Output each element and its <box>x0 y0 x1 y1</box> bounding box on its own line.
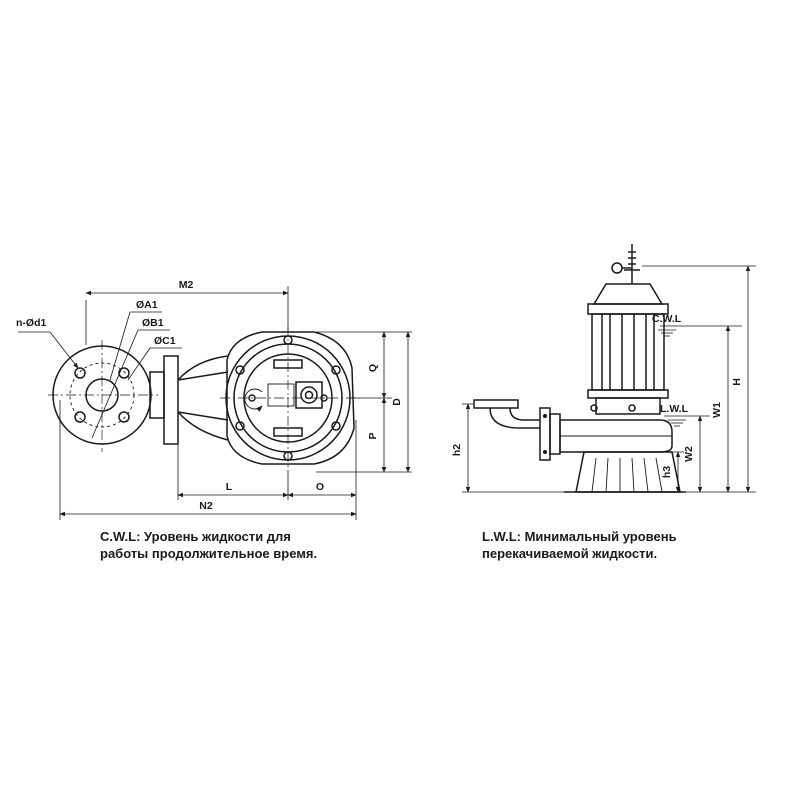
discharge-flange <box>48 340 158 452</box>
cwl-label: C.W.L <box>652 313 682 325</box>
lwl-note-line2: перекачиваемой жидкости. <box>482 546 658 561</box>
q-label: Q <box>367 364 379 372</box>
l-label: L <box>226 481 233 493</box>
bolt-holes-label: n-Ød1 <box>16 317 46 329</box>
outlet-flange-body <box>149 355 229 445</box>
o-label: O <box>316 481 324 493</box>
lwl-note: L.W.L: Минимальный уровень перекачиваемо… <box>482 528 677 562</box>
cwl-note-line2: работы продолжительное время. <box>100 546 318 561</box>
m2-label: M2 <box>179 279 194 291</box>
n2-label: N2 <box>199 500 213 512</box>
p-label: P <box>367 432 379 439</box>
cwl-note: C.W.L: Уровень жидкости для работы продо… <box>100 528 317 562</box>
h-label: H <box>731 378 743 386</box>
b1-label: ØB1 <box>142 317 164 329</box>
lwl-label: L.W.L <box>660 403 689 415</box>
w2-label: W2 <box>683 446 695 462</box>
plan-view: M2 ØA1 ØB1 ØC1 n-Ød1 Q P D L O N2 <box>16 279 412 520</box>
h2-label: h2 <box>451 444 463 456</box>
lwl-note-line1: L.W.L: Минимальный уровень <box>482 529 677 544</box>
lwl-level: L.W.L <box>660 403 710 427</box>
w1-label: W1 <box>711 402 723 418</box>
a1-label: ØA1 <box>136 299 158 311</box>
motor-housing-top <box>220 326 360 470</box>
side-view: C.W.L L.W.L H W1 W2 h3 h2 <box>451 244 756 493</box>
motor-body <box>587 313 669 415</box>
h3-label: h3 <box>661 466 673 478</box>
c1-label: ØC1 <box>154 335 176 347</box>
lifting-eye <box>611 244 640 284</box>
d-label: D <box>391 398 403 406</box>
cwl-note-line1: C.W.L: Уровень жидкости для <box>100 529 291 544</box>
pump-casing <box>559 419 673 453</box>
cwl-level: C.W.L <box>652 313 742 337</box>
discharge-elbow <box>473 399 561 461</box>
motor-top-cover <box>592 283 664 305</box>
